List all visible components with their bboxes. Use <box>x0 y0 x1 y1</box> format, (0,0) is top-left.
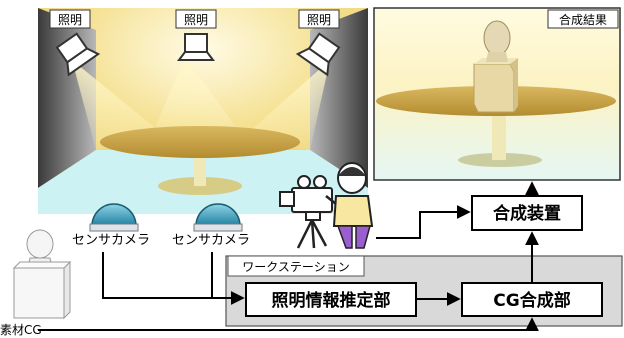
sensor-base-left-icon <box>89 223 139 232</box>
source-cg-bust-icon <box>12 229 72 320</box>
pedestal-icon <box>473 63 515 113</box>
video-camera-operator-icon <box>279 162 374 249</box>
bust-head-icon <box>483 20 511 56</box>
light-label-box-right <box>298 9 340 29</box>
result-label-box <box>547 9 619 29</box>
cg-compositor-label: CG合成部 <box>493 290 570 311</box>
studio-table-leg <box>194 150 206 186</box>
pedestal-side-icon <box>510 58 518 112</box>
source-cg-label: 素材CG <box>0 323 42 337</box>
compositor-block <box>471 195 583 231</box>
arrow-source-cg-to-cg <box>38 317 539 332</box>
light-label-center: 照明 <box>184 13 208 27</box>
light-beam-left <box>72 60 170 150</box>
arrow-sensor-left-to-estimator <box>102 252 245 305</box>
arrow-camera-to-compositor <box>376 205 471 239</box>
light-label-right: 照明 <box>307 13 331 27</box>
spotlight-center-icon <box>177 33 215 61</box>
light-label-left: 照明 <box>58 13 82 27</box>
compositor-label: 合成装置 <box>493 203 561 224</box>
light-label-box-left <box>49 9 91 29</box>
light-label-box-center <box>175 9 217 29</box>
lighting-estimator-label: 照明情報推定部 <box>272 290 391 311</box>
sensor-label-left: センサカメラ <box>72 233 150 248</box>
sensor-camera-left <box>89 203 139 232</box>
spotlight-right-icon <box>295 32 341 77</box>
spotlight-left-icon <box>55 32 101 77</box>
result-table-leg <box>492 112 506 160</box>
result-label: 合成結果 <box>559 12 607 27</box>
light-beam-center <box>150 56 245 140</box>
lighting-estimator-block <box>245 282 417 317</box>
sensor-base-right-icon <box>193 223 243 232</box>
sensor-dome-right-icon <box>195 203 241 227</box>
flow-arrows <box>38 181 539 332</box>
studio-table-top <box>100 126 300 158</box>
workstation-label: ワークステーション <box>242 260 349 274</box>
light-beam-right <box>240 60 330 150</box>
bust-neck-icon <box>486 52 508 62</box>
result-scene: 合成結果 <box>373 7 621 181</box>
workstation-label-box <box>227 255 365 277</box>
sensor-label-right: センサカメラ <box>172 233 250 248</box>
sensor-camera-right <box>193 203 243 232</box>
studio-scene: 照明 照明 照明 <box>38 8 368 214</box>
sensor-dome-left-icon <box>91 203 137 227</box>
